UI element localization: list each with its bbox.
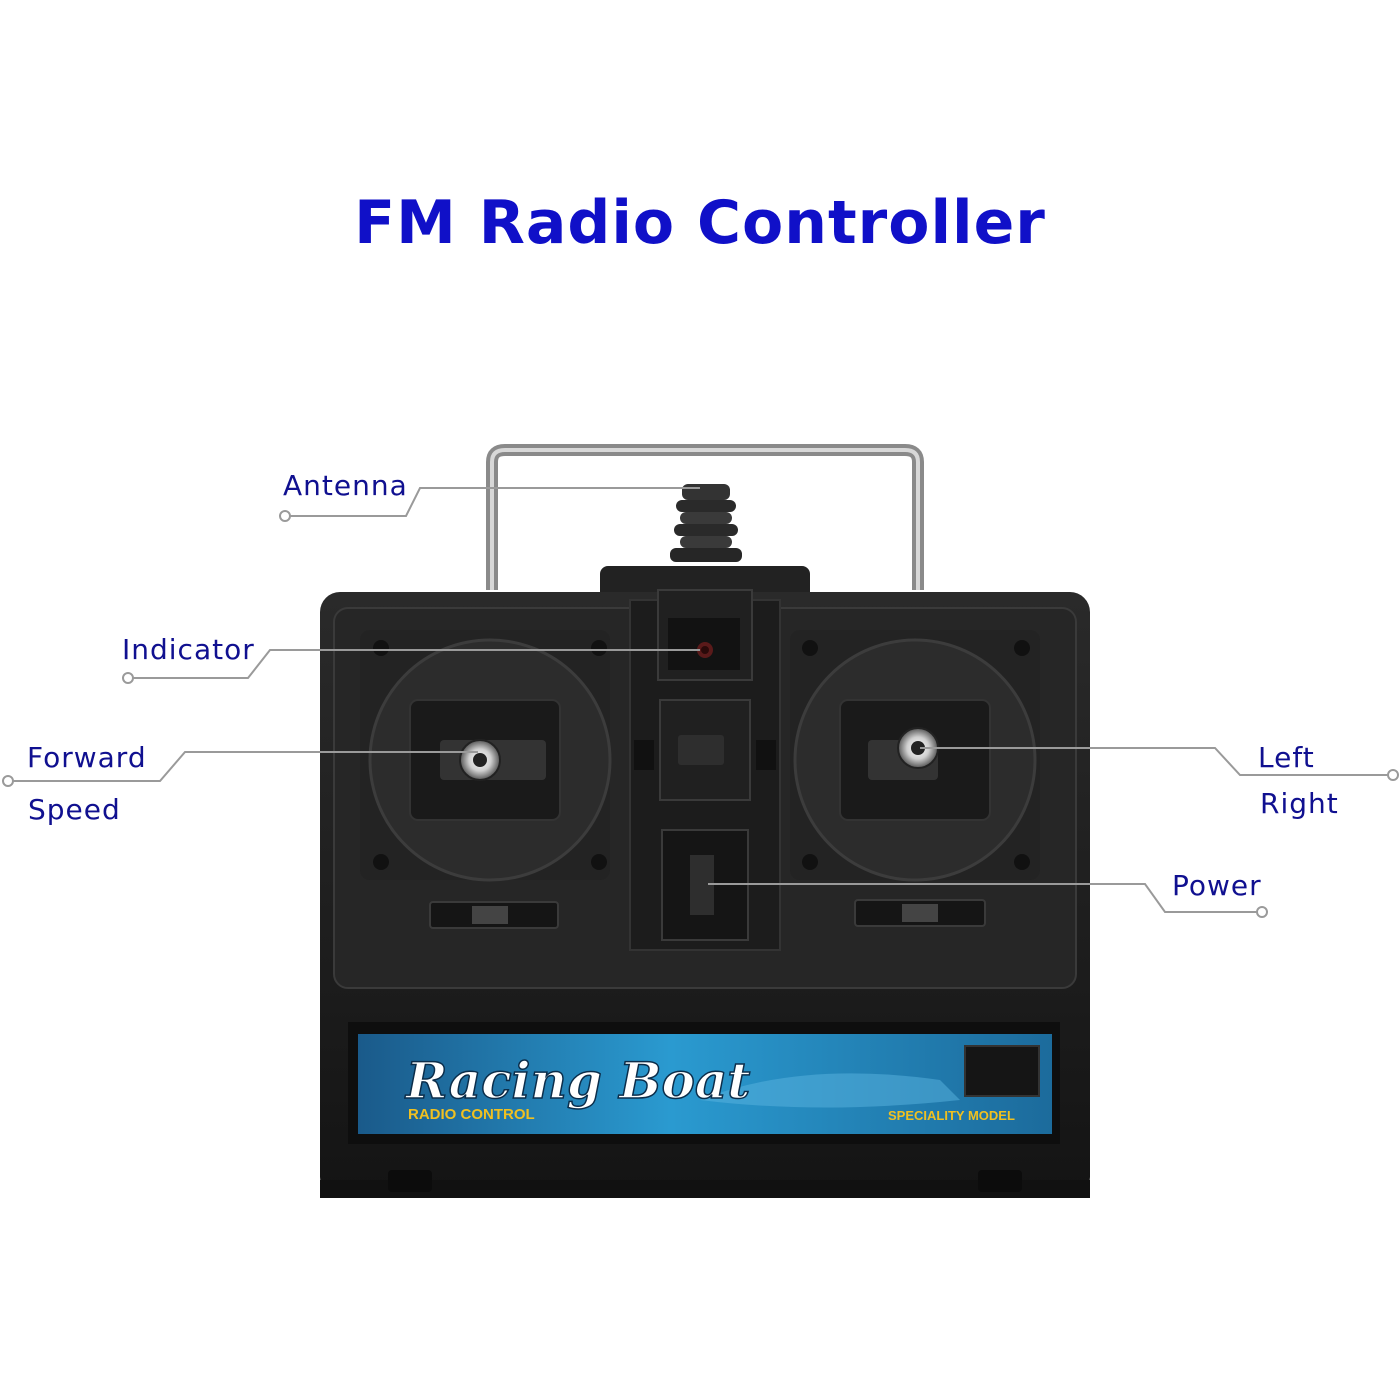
right-label: Right [1260,787,1339,820]
antenna-leader [285,487,700,517]
radio-control-text: RADIO CONTROL [408,1106,535,1123]
left-right-leader [920,747,1393,776]
forward-speed-stick[interactable] [459,739,501,781]
power-leader [708,883,1262,913]
page-title: FM Radio Controller [354,188,1046,258]
power-label: Power [1172,869,1262,902]
indicator-label: Indicator [122,633,255,666]
leader-end-dots [2,510,1399,918]
center-console [629,589,781,951]
indicator-leader [128,649,700,679]
label-panel: Racing Boat RADIO CONTROL SPECIALITY MOD… [348,1022,1060,1144]
carry-handle [486,444,924,590]
antenna-icon [670,484,742,562]
antenna-label: Antenna [283,469,408,502]
forward-speed-leader [8,751,478,782]
indicator-light-icon [697,642,713,658]
left-label: Left [1258,741,1315,774]
left-right-stick[interactable] [897,727,939,769]
brand-text: Racing Boat [404,1051,750,1110]
leader-lines [8,487,1393,913]
panel-switch [964,1045,1040,1097]
speed-label: Speed [28,793,121,826]
forward-label: Forward [27,741,147,774]
speciality-model-text: SPECIALITY MODEL [888,1108,1015,1123]
